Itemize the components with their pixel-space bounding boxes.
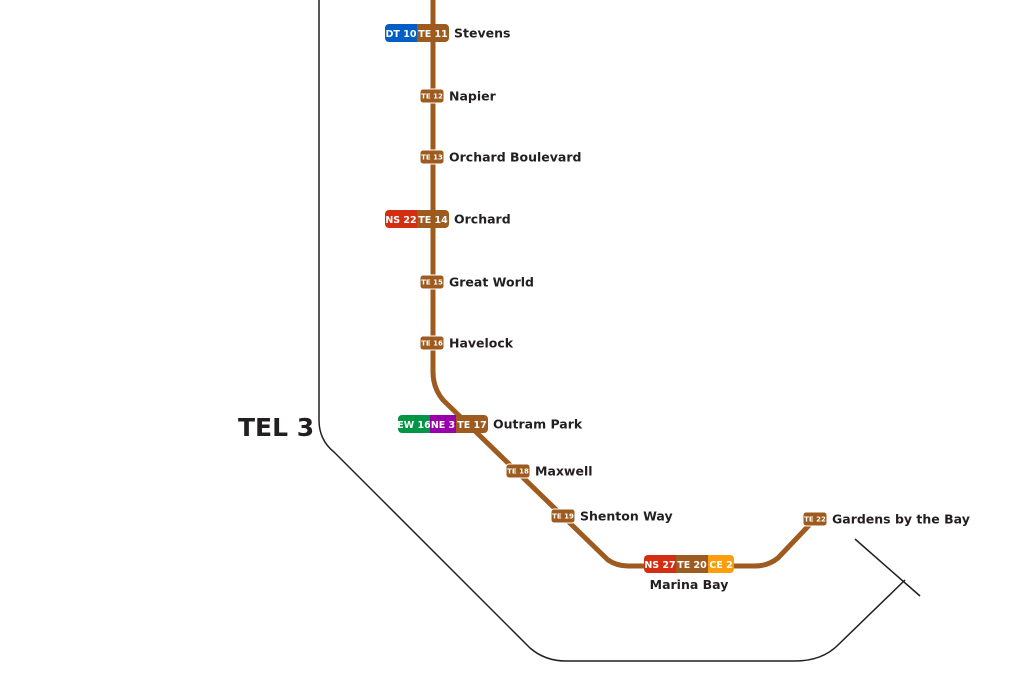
station-code-te-14: TE 14 — [417, 210, 449, 228]
station-code-ns-27: NS 27 — [644, 555, 676, 573]
station-code-te-22: TE 22 — [803, 512, 827, 526]
section-bracket-end-tick — [854, 538, 921, 597]
station-code-ew-16: EW 16 — [397, 415, 431, 433]
station-code-label: TE 11 — [418, 29, 448, 40]
station-code-pill — [417, 24, 449, 42]
station-name-havelock: Havelock — [449, 336, 514, 351]
station-code-pill — [398, 415, 430, 433]
station-code-label: TE 18 — [507, 468, 529, 476]
station-great-world: TE 15 Great World — [419, 274, 534, 290]
station-name-outram-park: Outram Park — [493, 417, 583, 432]
station-code-label: TE 15 — [421, 279, 443, 287]
station-code-pill — [385, 210, 417, 228]
station-code-group: TE 16 — [420, 336, 444, 350]
station-name-napier: Napier — [449, 89, 497, 104]
station-code-pill — [417, 210, 449, 228]
station-code-pill — [803, 512, 827, 526]
station-code-pill — [385, 24, 417, 42]
station-code-label: TE 19 — [552, 513, 574, 521]
station-code-pill — [551, 509, 575, 523]
station-code-te-16: TE 16 — [420, 336, 444, 350]
station-name-great-world: Great World — [449, 275, 534, 290]
station-code-label: TE 16 — [421, 340, 443, 348]
station-code-pill — [708, 555, 734, 573]
station-code-pill — [420, 150, 444, 164]
station-name-marina-bay: Marina Bay — [650, 577, 729, 592]
station-code-label: TE 20 — [677, 560, 707, 571]
station-shenton-way: TE 19 Shenton Way — [550, 508, 673, 524]
station-code-group: TE 19 — [551, 509, 575, 523]
station-orchard-boulevard: TE 13 Orchard Boulevard — [419, 149, 581, 165]
station-code-label: EW 16 — [397, 420, 431, 431]
station-code-te-12: TE 12 — [420, 89, 444, 103]
station-code-outline — [802, 511, 828, 527]
station-code-ce-2: CE 2 — [708, 555, 734, 573]
station-code-group: TE 13 — [420, 150, 444, 164]
station-code-outline — [419, 274, 445, 290]
station-code-te-19: TE 19 — [551, 509, 575, 523]
station-code-pill — [676, 555, 708, 573]
thomson-east-coast-line-route — [430, 0, 818, 569]
station-code-label: NS 27 — [644, 560, 675, 571]
station-code-te-20: TE 20 — [676, 555, 708, 573]
station-code-ne-3: NE 3 — [430, 415, 456, 433]
station-code-outline — [419, 88, 445, 104]
station-code-pill — [430, 415, 456, 433]
station-code-outline — [505, 463, 531, 479]
station-napier: TE 12 Napier — [419, 88, 497, 104]
station-name-maxwell: Maxwell — [535, 464, 593, 479]
station-code-te-18: TE 18 — [506, 464, 530, 478]
station-code-label: TE 14 — [418, 215, 448, 226]
station-code-label: CE 2 — [709, 560, 732, 571]
station-code-label: NE 3 — [431, 420, 455, 431]
station-code-label: TE 13 — [421, 154, 443, 162]
station-code-pill — [420, 89, 444, 103]
station-code-te-13: TE 13 — [420, 150, 444, 164]
station-havelock: TE 16 Havelock — [419, 335, 514, 351]
station-code-te-15: TE 15 — [420, 275, 444, 289]
station-code-group: TE 22 — [803, 512, 827, 526]
station-code-label: DT 10 — [386, 29, 417, 40]
station-name-orchard-boulevard: Orchard Boulevard — [449, 150, 581, 165]
station-code-ns-22: NS 22 — [385, 210, 417, 228]
station-name-orchard: Orchard — [454, 212, 511, 227]
station-code-group: TE 18 — [506, 464, 530, 478]
station-code-pill — [506, 464, 530, 478]
station-code-label: TE 22 — [804, 516, 826, 524]
station-code-outline — [419, 149, 445, 165]
station-name-shenton-way: Shenton Way — [580, 509, 673, 524]
section-label: TEL 3 — [238, 413, 314, 442]
station-code-label: TE 12 — [421, 93, 443, 101]
station-code-label: TE 17 — [457, 420, 487, 431]
station-name-stevens: Stevens — [454, 26, 510, 41]
station-code-group: TE 15 — [420, 275, 444, 289]
station-code-te-11: TE 11 — [417, 24, 449, 42]
station-code-outline — [419, 335, 445, 351]
station-code-group: TE 12 — [420, 89, 444, 103]
station-gardens-by-the-bay: TE 22 Gardens by the Bay — [802, 511, 970, 527]
station-code-pill — [644, 555, 676, 573]
station-code-label: NS 22 — [385, 215, 416, 226]
section-bracket — [318, 0, 906, 662]
station-code-pill — [420, 336, 444, 350]
station-maxwell: TE 18 Maxwell — [505, 463, 593, 479]
station-code-dt-10: DT 10 — [385, 24, 417, 42]
station-code-te-17: TE 17 — [456, 415, 488, 433]
station-code-pill — [456, 415, 488, 433]
station-code-pill — [420, 275, 444, 289]
station-name-gardens-by-the-bay: Gardens by the Bay — [832, 512, 970, 527]
station-code-outline — [550, 508, 576, 524]
